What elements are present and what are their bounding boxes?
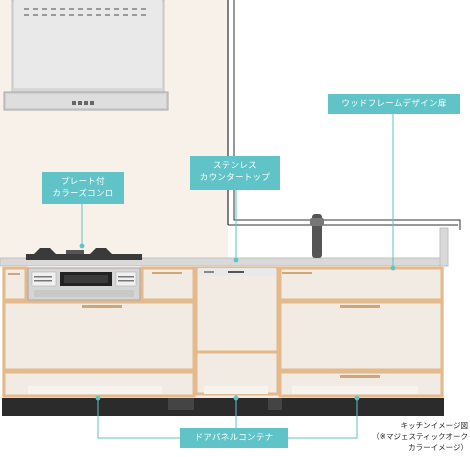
callout-door-frame-line1: ウッドフレームデザイン扉 — [341, 99, 447, 109]
countertop-edge — [439, 227, 449, 267]
plinth — [2, 398, 444, 416]
base-cabinets — [2, 266, 444, 398]
callout-gas-stove-line2: カラーズコンロ — [52, 189, 114, 199]
callout-container-line1: ドアパネルコンテナ — [194, 433, 274, 443]
callout-countertop-line2: カウンタートップ — [199, 173, 271, 183]
callout-gas-stove: プレート付 カラーズコンロ — [42, 172, 124, 204]
callout-gas-stove-line1: プレート付 — [60, 177, 105, 187]
plinth-gap-left — [168, 398, 194, 410]
dishwasher-controls — [198, 268, 276, 276]
stove-front-panel — [27, 267, 141, 301]
callout-door-frame: ウッドフレームデザイン扉 — [328, 94, 460, 114]
callout-container: ドアパネルコンテナ — [180, 428, 288, 448]
image-note-line3: カラーイメージ） — [408, 443, 468, 452]
callout-countertop: ステンレス カウンタートップ — [190, 156, 280, 190]
wall-background-right — [228, 0, 470, 262]
window-frame — [233, 0, 461, 230]
range-hood — [3, 0, 169, 111]
faucet — [310, 214, 324, 258]
image-note: キッチンイメージ図 （※マジェスティックオーク カラーイメージ） — [348, 420, 468, 453]
gas-stove-top — [26, 248, 142, 260]
plinth-gap-right — [268, 398, 282, 410]
image-note-line2: （※マジェスティックオーク — [372, 432, 468, 441]
callout-countertop-line1: ステンレス — [212, 161, 257, 171]
image-note-line1: キッチンイメージ図 — [400, 421, 468, 430]
